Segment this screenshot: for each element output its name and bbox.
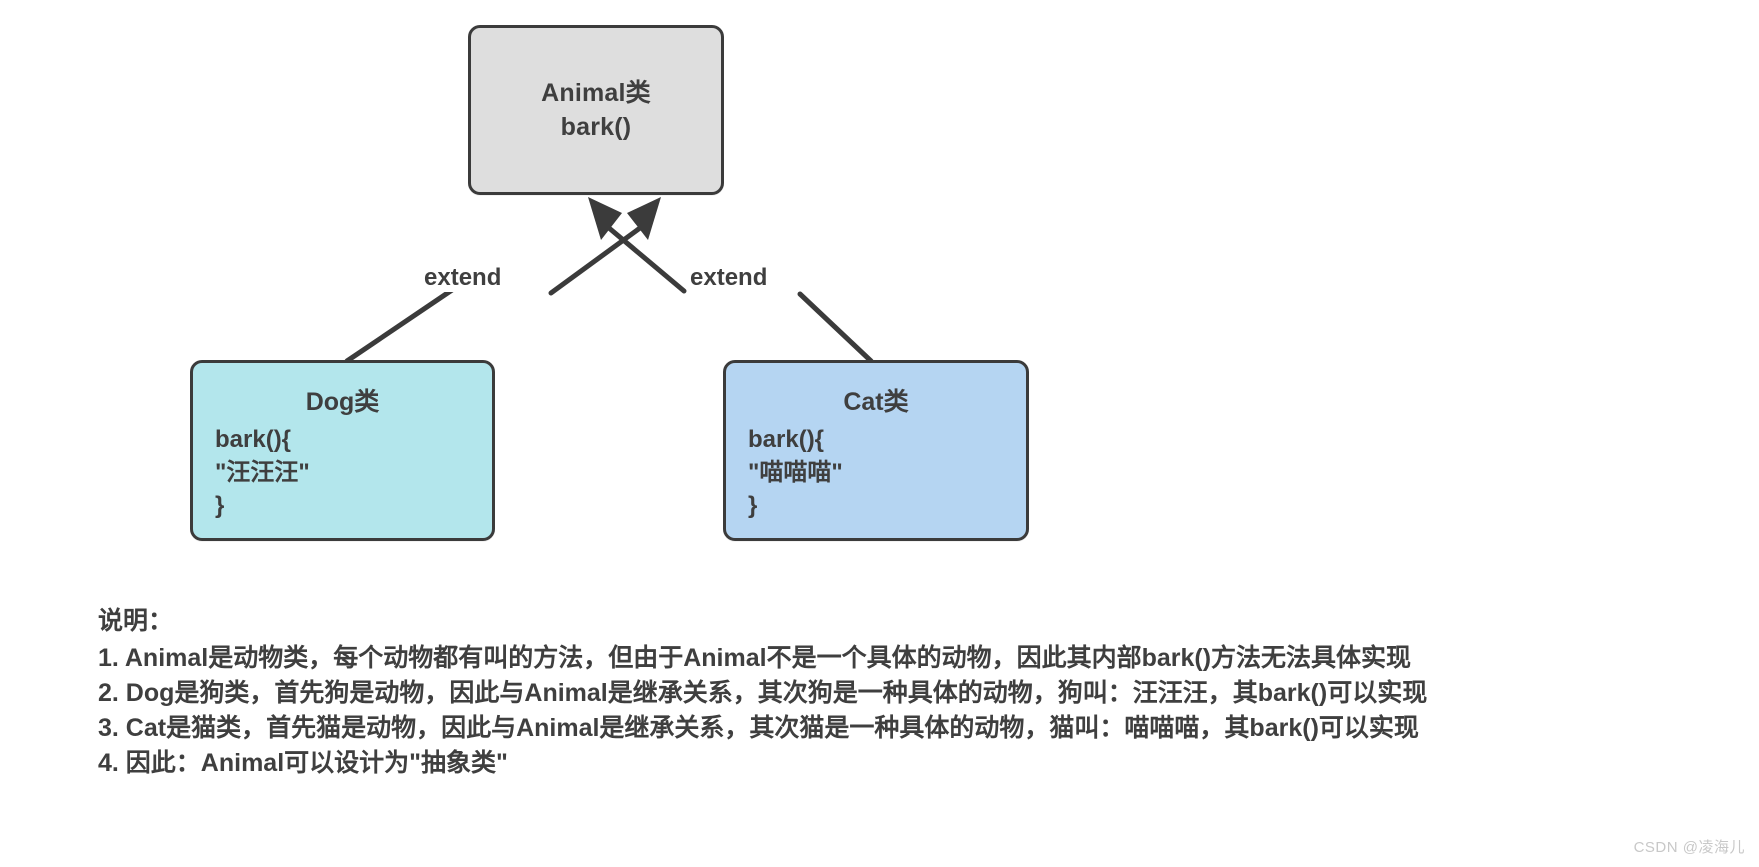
- animal-class-name: Animal类: [541, 79, 651, 107]
- class-box-dog[interactable]: Dog类 bark(){ "汪汪汪" }: [190, 360, 495, 541]
- note-item-1: 1. Animal是动物类，每个动物都有叫的方法，但由于Animal不是一个具体…: [98, 644, 1412, 672]
- notes-heading: 说明：: [98, 607, 174, 635]
- note-item-2: 2. Dog是狗类，首先狗是动物，因此与Animal是继承关系，其次狗是一种具体…: [98, 679, 1428, 707]
- cat-class-name: Cat类: [843, 388, 909, 416]
- animal-method-bark: bark(): [560, 113, 632, 141]
- dog-method-close: }: [215, 492, 225, 519]
- edge-dog-to-animal-upper: [548, 225, 643, 296]
- dog-class-body: bark(){ "汪汪汪" }: [193, 417, 492, 522]
- edge-label-extend-cat: extend: [688, 264, 770, 292]
- note-item-4: 4. 因此：Animal可以设计为"抽象类": [98, 749, 508, 777]
- dog-method-signature: bark(){: [215, 426, 292, 453]
- class-box-animal[interactable]: Animal类 bark(): [468, 25, 724, 195]
- class-box-cat[interactable]: Cat类 bark(){ "喵喵喵" }: [723, 360, 1029, 541]
- note-item-3: 3. Cat是猫类，首先猫是动物，因此与Animal是继承关系，其次猫是一种具体…: [98, 714, 1419, 742]
- cat-method-signature: bark(){: [748, 426, 825, 453]
- cat-method-close: }: [748, 492, 758, 519]
- edge-cat-to-animal-lower: [797, 291, 874, 364]
- cat-class-body: bark(){ "喵喵喵" }: [726, 417, 1026, 522]
- notes-section: 说明： 1. Animal是动物类，每个动物都有叫的方法，但由于Animal不是…: [98, 603, 1738, 781]
- edge-dog-to-animal-lower: [344, 287, 455, 364]
- arrowhead-cat-to-animal: [588, 197, 622, 240]
- dog-class-name: Dog类: [305, 388, 380, 416]
- csdn-watermark: CSDN @凌海儿: [1633, 839, 1745, 856]
- edge-label-extend-dog: extend: [422, 264, 504, 292]
- cat-method-value: "喵喵喵": [748, 459, 843, 486]
- dog-method-value: "汪汪汪": [215, 459, 310, 486]
- edge-cat-to-animal-upper: [606, 225, 687, 294]
- arrowhead-dog-to-animal: [627, 197, 661, 240]
